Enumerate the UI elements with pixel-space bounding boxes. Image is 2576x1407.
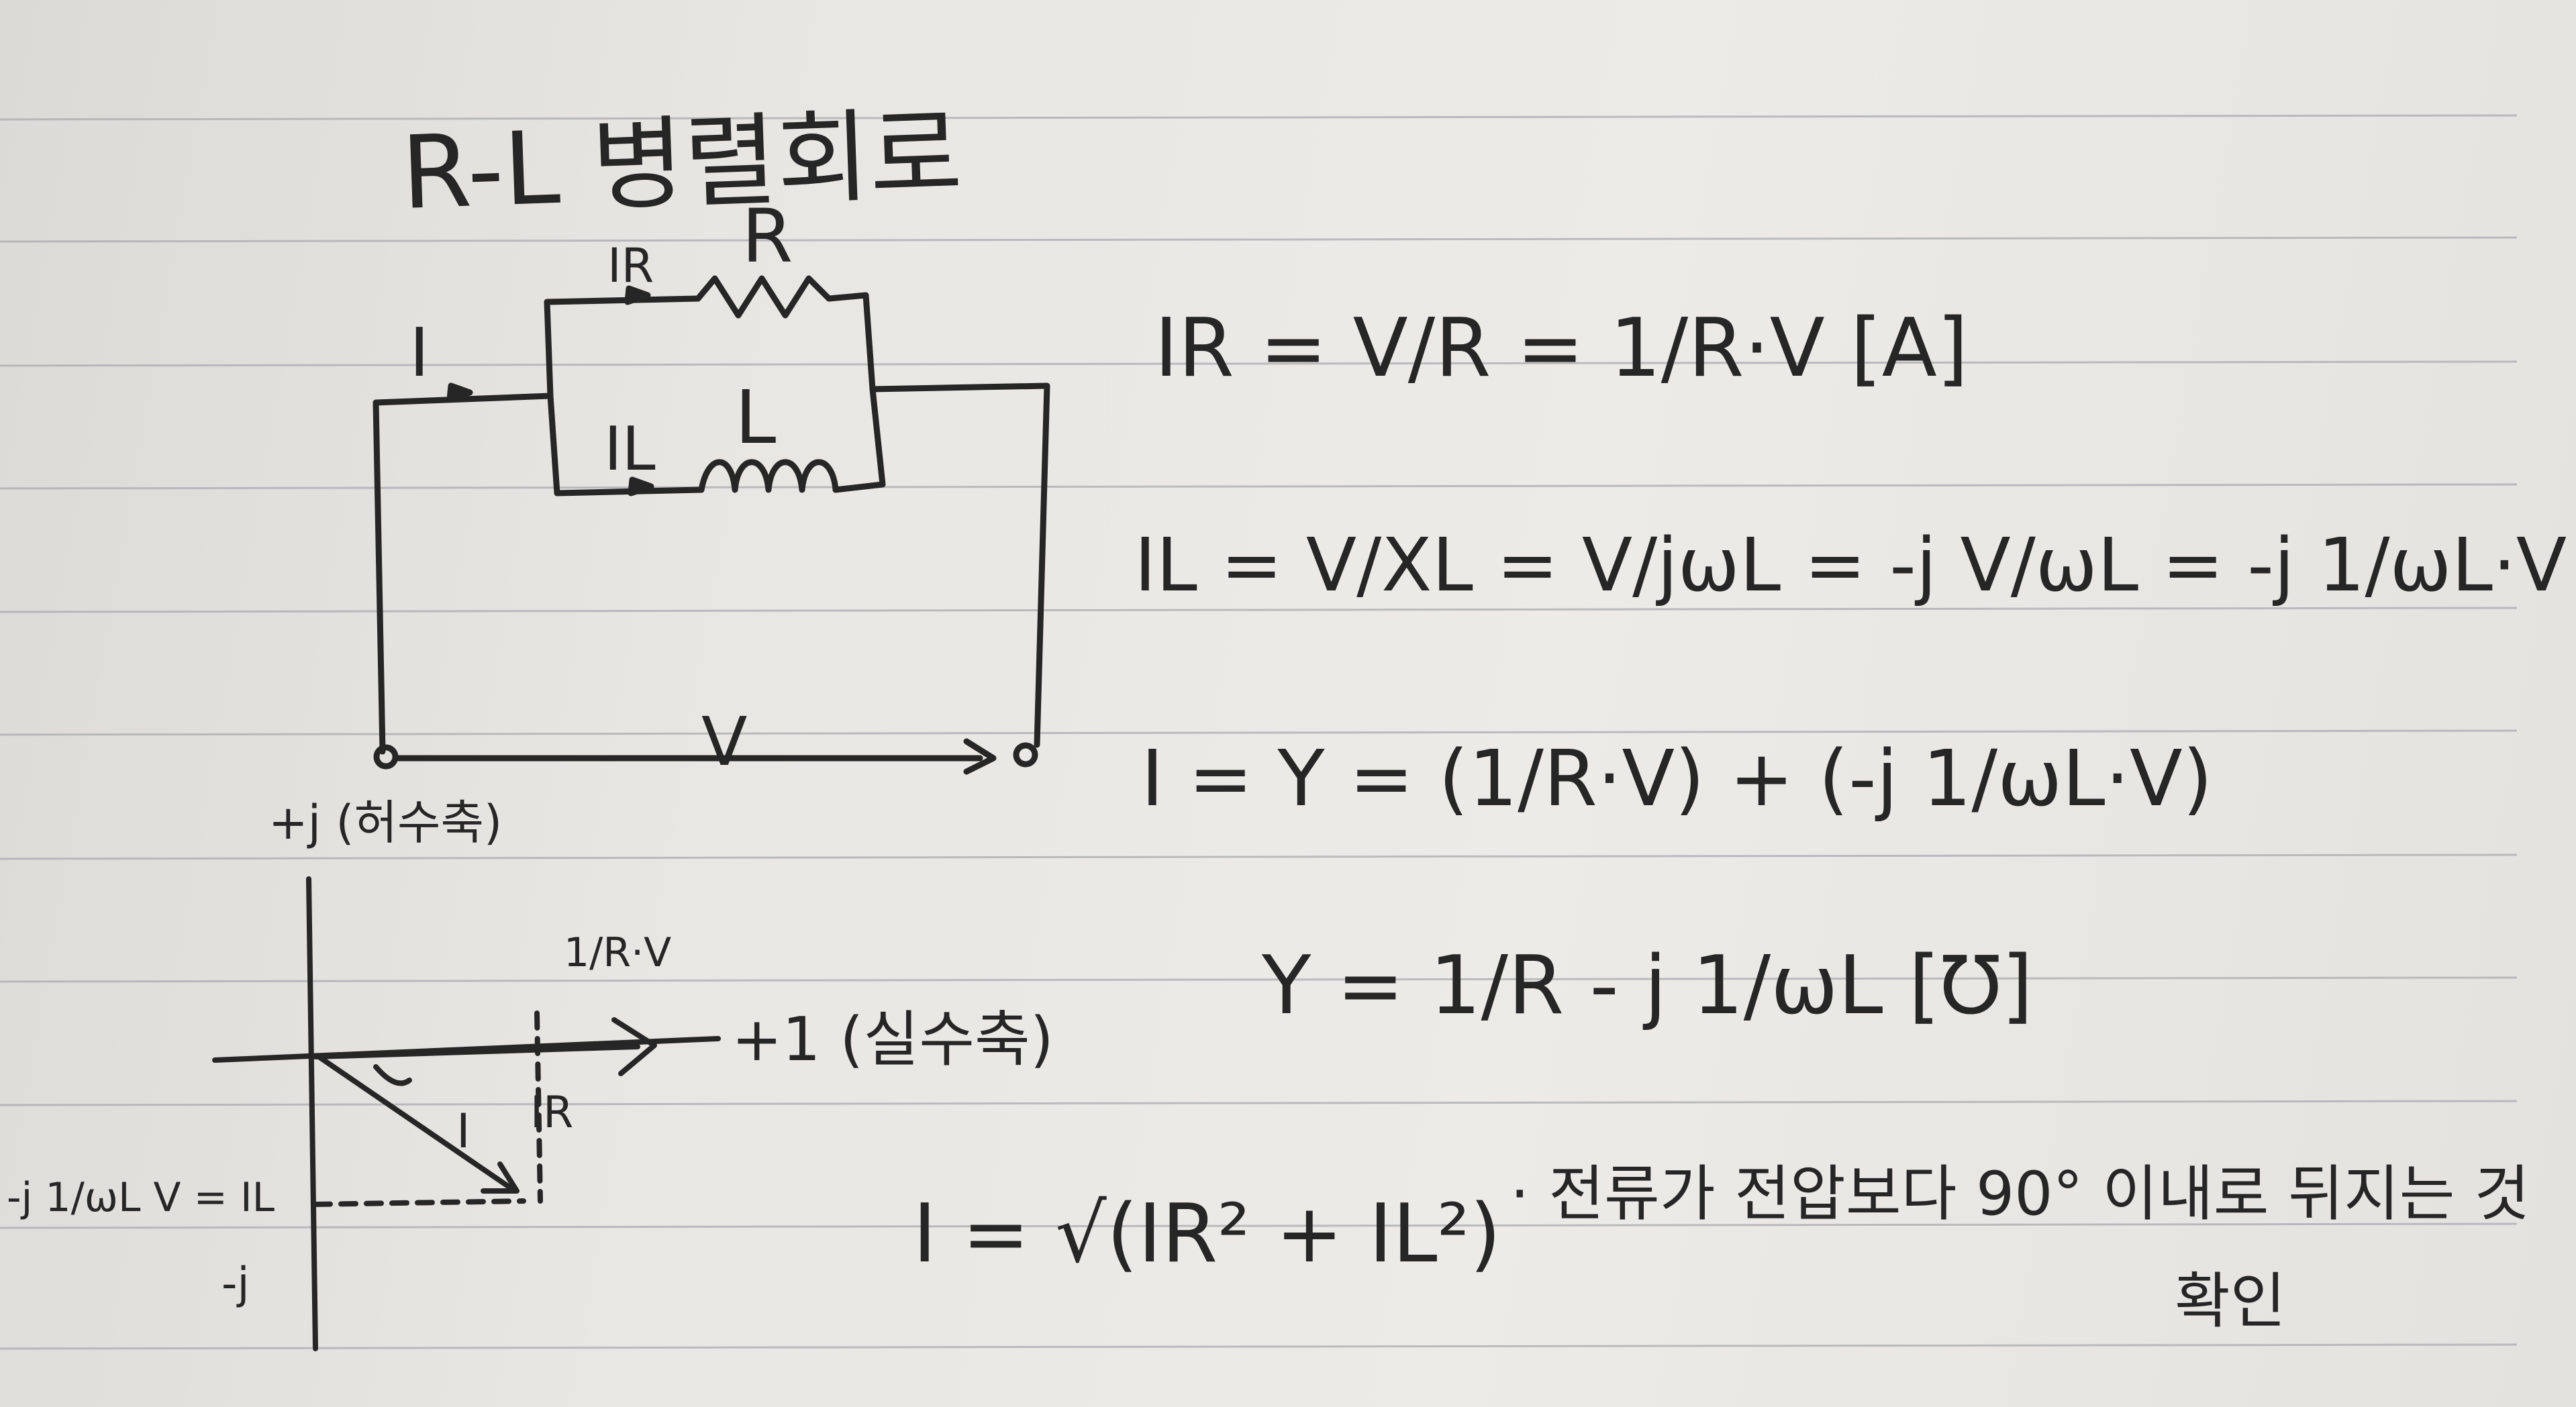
equations: IR = V/R = 1/R·V [A] IL = V/XL = V/jωL =… bbox=[913, 302, 2576, 1281]
inductor-coil bbox=[698, 459, 839, 493]
theta-arc bbox=[373, 1064, 412, 1086]
i-vector bbox=[316, 1054, 513, 1190]
ir-label: IR bbox=[530, 1088, 573, 1138]
label-inductor: L bbox=[735, 374, 776, 460]
current-arrow-i bbox=[446, 382, 473, 403]
terminal-right bbox=[1013, 742, 1038, 768]
phasor-diagram bbox=[212, 876, 721, 1351]
equation-ir: IR = V/R = 1/R·V [A] bbox=[1154, 302, 1969, 395]
i-label: I bbox=[456, 1104, 470, 1159]
imag-axis bbox=[306, 876, 318, 1351]
ir-vector-label: 1/R·V bbox=[564, 929, 671, 976]
resistor-branch-wire bbox=[544, 295, 701, 399]
phasor-labels: +j (허수축) +1 (실수축) 1/R·V IR I -j 1/ωL V =… bbox=[7, 795, 1054, 1309]
real-axis-label: +1 (실수축) bbox=[732, 1004, 1054, 1075]
inductor-branch-wire bbox=[547, 393, 705, 497]
current-arrow-il bbox=[628, 476, 654, 497]
note-line-1: · 전류가 전압보다 90° 이내로 뒤지는 것 bbox=[1510, 1159, 2530, 1229]
imag-axis-label: +j (허수축) bbox=[268, 795, 502, 850]
il-expression: -j 1/ωL V = IL bbox=[7, 1174, 275, 1221]
label-voltage: V bbox=[701, 702, 747, 781]
equation-i: I = Y = (1/R·V) + (-j 1/ωL·V) bbox=[1141, 734, 2213, 824]
neg-j-label: -j bbox=[221, 1259, 250, 1309]
equation-i-magnitude: I = √(IR² + IL²) bbox=[913, 1188, 1501, 1281]
equation-y: Y = 1/R - j 1/ωL [℧] bbox=[1261, 939, 2033, 1033]
ruled-lines bbox=[0, 114, 2518, 1350]
terminal-left bbox=[373, 744, 399, 770]
note-line-2: 확인 bbox=[2175, 1266, 2286, 1337]
circuit-labels: R L I IR IL V bbox=[409, 193, 793, 781]
resistor-symbol bbox=[695, 275, 832, 319]
ir-dashed bbox=[534, 1010, 543, 1204]
circuit-diagram bbox=[373, 275, 1050, 775]
label-current-r: IR bbox=[607, 238, 654, 293]
current-arrow-ir bbox=[624, 285, 651, 305]
note: · 전류가 전압보다 90° 이내로 뒤지는 것 확인 bbox=[1510, 1159, 2530, 1337]
ir-vector bbox=[313, 1044, 640, 1059]
equation-il: IL = V/XL = V/jωL = -j V/ωL = -j 1/ωL·V … bbox=[1134, 522, 2576, 608]
page-title: R-L 병렬회로 bbox=[399, 96, 964, 232]
outer-wire-right bbox=[869, 382, 1050, 748]
label-current-l: IL bbox=[604, 414, 656, 484]
outer-wire-left bbox=[373, 393, 554, 755]
il-dashed bbox=[313, 1198, 526, 1207]
label-resistor: R bbox=[742, 193, 793, 279]
label-current-total: I bbox=[409, 313, 430, 392]
